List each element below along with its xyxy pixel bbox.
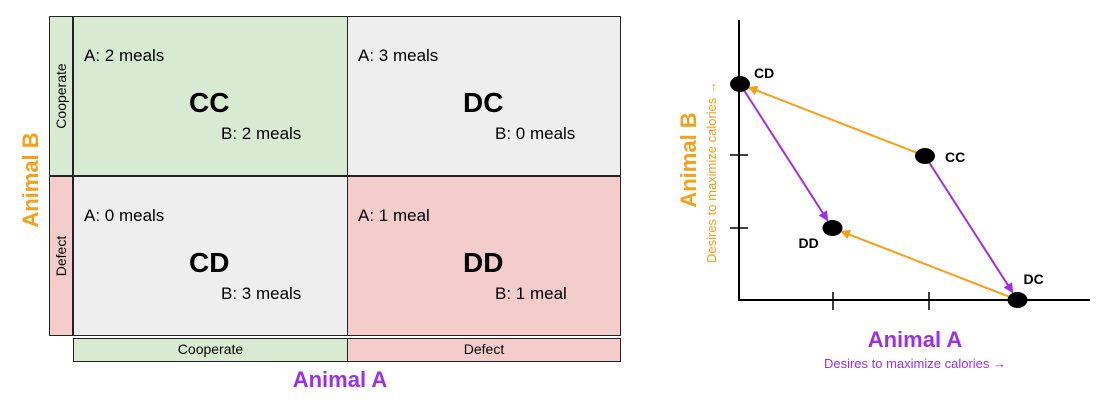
col-player-title: Animal A: [292, 367, 388, 392]
payoff-b: B: 2 meals: [221, 124, 302, 143]
payoff-a: A: 2 meals: [84, 46, 165, 65]
col-label-cooperate: Cooperate: [73, 338, 348, 362]
arrow-orange-dc-dd: [839, 229, 1011, 299]
point-cc: [915, 148, 935, 164]
point-dd: [822, 220, 843, 236]
arrow-orange-cc-cd: [747, 85, 918, 155]
cell-code: CD: [189, 247, 230, 278]
payoff-a: A: 0 meals: [84, 206, 165, 225]
arrow-purple-cc-dc: [928, 162, 1014, 294]
row-label-cooperate: Cooperate: [49, 16, 73, 176]
row-label-defect: Defect: [49, 176, 73, 336]
payoff-b: B: 0 meals: [495, 124, 576, 143]
arrow-purple-cd-dd: [743, 90, 829, 222]
cell-dc: A: 3 meals DC B: 0 meals: [347, 16, 621, 176]
payoff-a: A: 1 meal: [358, 206, 430, 225]
plot-x-subtitle: Desires to maximize calories →: [824, 356, 1006, 371]
cell-code: CC: [189, 87, 230, 118]
point-label-cd: CD: [754, 65, 774, 81]
payoff-b: B: 1 meal: [495, 284, 567, 303]
cell-dd: A: 1 meal DD B: 1 meal: [347, 176, 621, 336]
payoff-b: B: 3 meals: [221, 284, 302, 303]
col-label-defect: Defect: [347, 338, 621, 362]
plot-y-title: Animal B: [676, 112, 701, 207]
cell-code: DC: [463, 87, 504, 118]
plot-x-title: Animal A: [868, 327, 963, 352]
point-label-cc: CC: [945, 149, 965, 165]
point-label-dc: DC: [1024, 271, 1044, 287]
cell-code: DD: [463, 247, 504, 278]
point-dc: [1007, 292, 1028, 308]
cell-cc: A: 2 meals CC B: 2 meals: [73, 16, 348, 176]
cell-cd: A: 0 meals CD B: 3 meals: [73, 176, 348, 336]
payoff-a: A: 3 meals: [358, 46, 439, 65]
plot-y-subtitle: Desires to maximize calories →: [704, 81, 719, 263]
point-cd: [730, 76, 750, 92]
point-label-dd: DD: [799, 235, 819, 251]
